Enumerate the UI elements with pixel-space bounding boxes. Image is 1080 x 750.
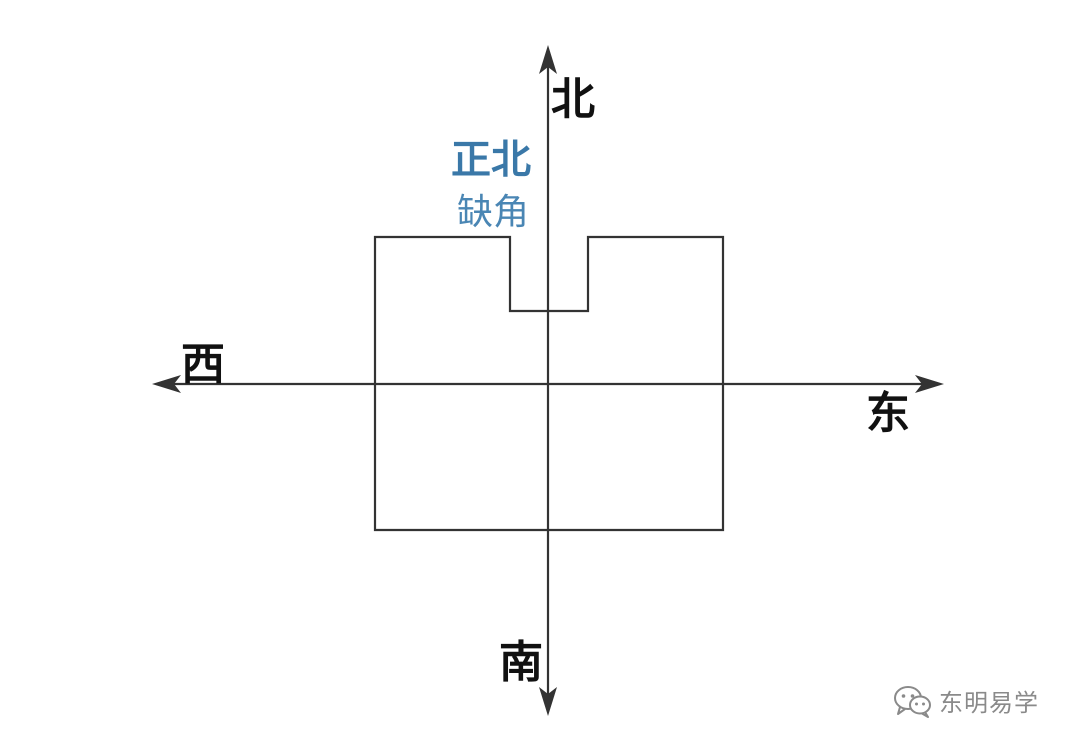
north-label: 北 (551, 74, 595, 125)
north-arrow-icon (539, 45, 557, 74)
annotation-subtitle: 缺角 (457, 192, 530, 233)
watermark: 东明易学 (893, 683, 1039, 718)
east-arrow-icon (915, 375, 944, 393)
floor-plan-outline (373, 235, 725, 532)
east-label: 东 (866, 388, 910, 439)
west-label: 西 (181, 339, 225, 390)
wechat-icon (894, 685, 931, 718)
watermark-text: 东明易学 (939, 689, 1039, 717)
west-arrow-icon (152, 375, 181, 393)
annotation-title: 正北 (451, 137, 531, 183)
south-arrow-icon (539, 687, 557, 716)
south-label: 南 (499, 637, 543, 688)
